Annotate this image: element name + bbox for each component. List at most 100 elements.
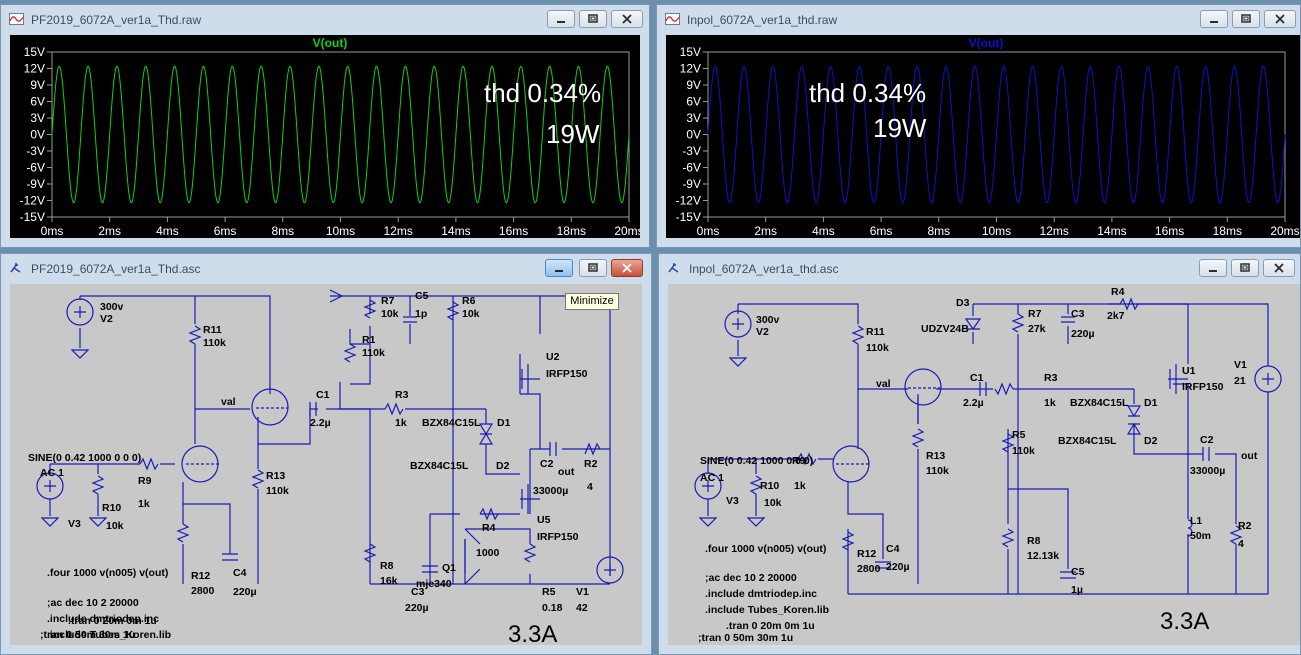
y-tick-label: -9V xyxy=(26,177,45,191)
y-tick-label: -3V xyxy=(26,144,45,158)
minimize-button[interactable] xyxy=(1200,10,1228,28)
y-tick-label: 12V xyxy=(24,62,45,76)
y-tick-label: -12V xyxy=(20,194,45,208)
label-l1-value: 50m xyxy=(1190,530,1211,542)
schematic-drawing: 300v V2 R11 110k R7 10k C5 1p R6 10k R1 … xyxy=(28,289,624,645)
capacitor-c4 xyxy=(222,553,238,561)
close-button[interactable] xyxy=(1263,259,1295,277)
title-bar[interactable]: Inpol_6072A_ver1a_thd.raw xyxy=(657,5,1300,35)
label-d3-name: D3 xyxy=(956,297,970,309)
y-tick-label: 3V xyxy=(30,111,45,125)
y-tick-label: -12V xyxy=(676,194,701,208)
x-tick-label: 10ms xyxy=(982,224,1011,238)
voltage-source-v2 xyxy=(724,310,752,338)
label-q1-value: mje340 xyxy=(416,578,452,590)
resistor-r7 xyxy=(1011,313,1025,333)
label-c2-value: 33000µ xyxy=(533,485,568,497)
triode-upper xyxy=(904,368,942,406)
x-tick-label: 14ms xyxy=(441,224,470,238)
minimize-tooltip: Minimize xyxy=(565,293,619,310)
label-r10-value: 10k xyxy=(106,520,124,532)
thd-note: thd 0.34% xyxy=(484,78,601,108)
x-tick-label: 18ms xyxy=(557,224,586,238)
waveform-app-icon xyxy=(665,13,680,25)
zener-d1 xyxy=(478,423,494,436)
label-d2-name: D2 xyxy=(496,460,510,472)
maximize-button[interactable] xyxy=(1232,10,1260,28)
label-r7-value: 27k xyxy=(1028,323,1046,335)
x-tick-label: 10ms xyxy=(326,224,355,238)
label-d2-name: D2 xyxy=(1144,435,1158,447)
label-c3-value: 220µ xyxy=(1071,328,1095,340)
y-tick-label: 9V xyxy=(686,78,701,92)
maximize-button[interactable] xyxy=(579,10,607,28)
minimize-button[interactable] xyxy=(1199,259,1227,277)
minimize-button[interactable] xyxy=(547,10,575,28)
label-c3-name: C3 xyxy=(411,586,425,598)
x-tick-label: 8ms xyxy=(271,224,294,238)
directive-tran-2: ;tran 0 50m 30m 1u xyxy=(40,629,136,641)
resistor-r6 xyxy=(446,301,460,321)
label-c4-name: C4 xyxy=(233,567,247,579)
schematic-app-icon xyxy=(10,263,21,273)
title-bar[interactable]: Inpol_6072A_ver1a_thd.asc xyxy=(659,254,1300,284)
y-tick-label: -15V xyxy=(676,210,701,224)
label-val: val xyxy=(876,378,891,390)
wires xyxy=(49,295,611,585)
label-out: out xyxy=(558,466,575,478)
maximize-button[interactable] xyxy=(579,259,607,277)
zener-d1 xyxy=(1126,405,1142,418)
resistor-r13 xyxy=(911,428,925,448)
label-u2-name: U2 xyxy=(546,351,560,363)
label-ac: AC 1 xyxy=(700,472,724,484)
maximize-button[interactable] xyxy=(1231,259,1259,277)
y-tick-label: -6V xyxy=(682,161,701,175)
label-d2-value: BZX84C15L xyxy=(1058,435,1117,447)
close-button[interactable] xyxy=(1264,10,1296,28)
label-r5-name: R5 xyxy=(542,586,556,598)
schematic-drawing: 300v V2 R11 110k D3 UDZV24B R7 27k C3 22… xyxy=(694,286,1282,644)
schematic-window-left[interactable]: PF2019_6072A_ver1a_Thd.asc xyxy=(0,253,652,655)
voltage-source-v3 xyxy=(694,472,722,500)
label-r2-name: R2 xyxy=(584,458,598,470)
schematic-window-right[interactable]: Inpol_6072A_ver1a_thd.asc xyxy=(658,253,1301,655)
close-button[interactable] xyxy=(611,10,643,28)
label-u1-name: U1 xyxy=(1182,365,1196,377)
close-button[interactable] xyxy=(611,259,643,277)
label-c4-name: C4 xyxy=(886,543,900,555)
window-title: Inpol_6072A_ver1a_thd.asc xyxy=(689,262,839,276)
resistor-r11 xyxy=(851,325,865,345)
title-bar[interactable]: PF2019_6072A_ver1a_Thd.asc xyxy=(1,254,651,284)
resistor-r4 xyxy=(1119,297,1139,311)
window-title: Inpol_6072A_ver1a_thd.raw xyxy=(687,13,838,27)
label-r10-value: 10k xyxy=(764,497,782,509)
x-tick-label: 16ms xyxy=(499,224,528,238)
title-bar[interactable]: PF2019_6072A_ver1a_Thd.raw xyxy=(1,5,649,35)
label-d1-name: D1 xyxy=(497,417,511,429)
x-tick-label: 4ms xyxy=(812,224,835,238)
series-line-vout xyxy=(707,65,1286,204)
resistor-r11 xyxy=(188,325,202,345)
label-r5-name: R5 xyxy=(1012,429,1026,441)
label-r8-name: R8 xyxy=(380,560,394,572)
schematic-canvas[interactable]: 300v V2 R11 110k D3 UDZV24B R7 27k C3 22… xyxy=(668,284,1300,645)
y-tick-label: 6V xyxy=(686,95,701,109)
x-tick-label: 6ms xyxy=(214,224,237,238)
trace-label[interactable]: V(out) xyxy=(969,36,1004,50)
label-c2-value: 33000µ xyxy=(1190,465,1225,477)
capacitor-c2 xyxy=(549,442,557,456)
label-r12-name: R12 xyxy=(857,548,876,560)
trace-label[interactable]: V(out) xyxy=(313,36,348,50)
label-r8-name: R8 xyxy=(1027,535,1041,547)
voltage-source-v1 xyxy=(596,556,624,584)
x-tick-label: 18ms xyxy=(1213,224,1242,238)
schematic-canvas[interactable]: 300v V2 R11 110k R7 10k C5 1p R6 10k R1 … xyxy=(10,284,642,645)
label-v2-name: V2 xyxy=(100,313,113,325)
minimize-button[interactable] xyxy=(545,259,573,277)
